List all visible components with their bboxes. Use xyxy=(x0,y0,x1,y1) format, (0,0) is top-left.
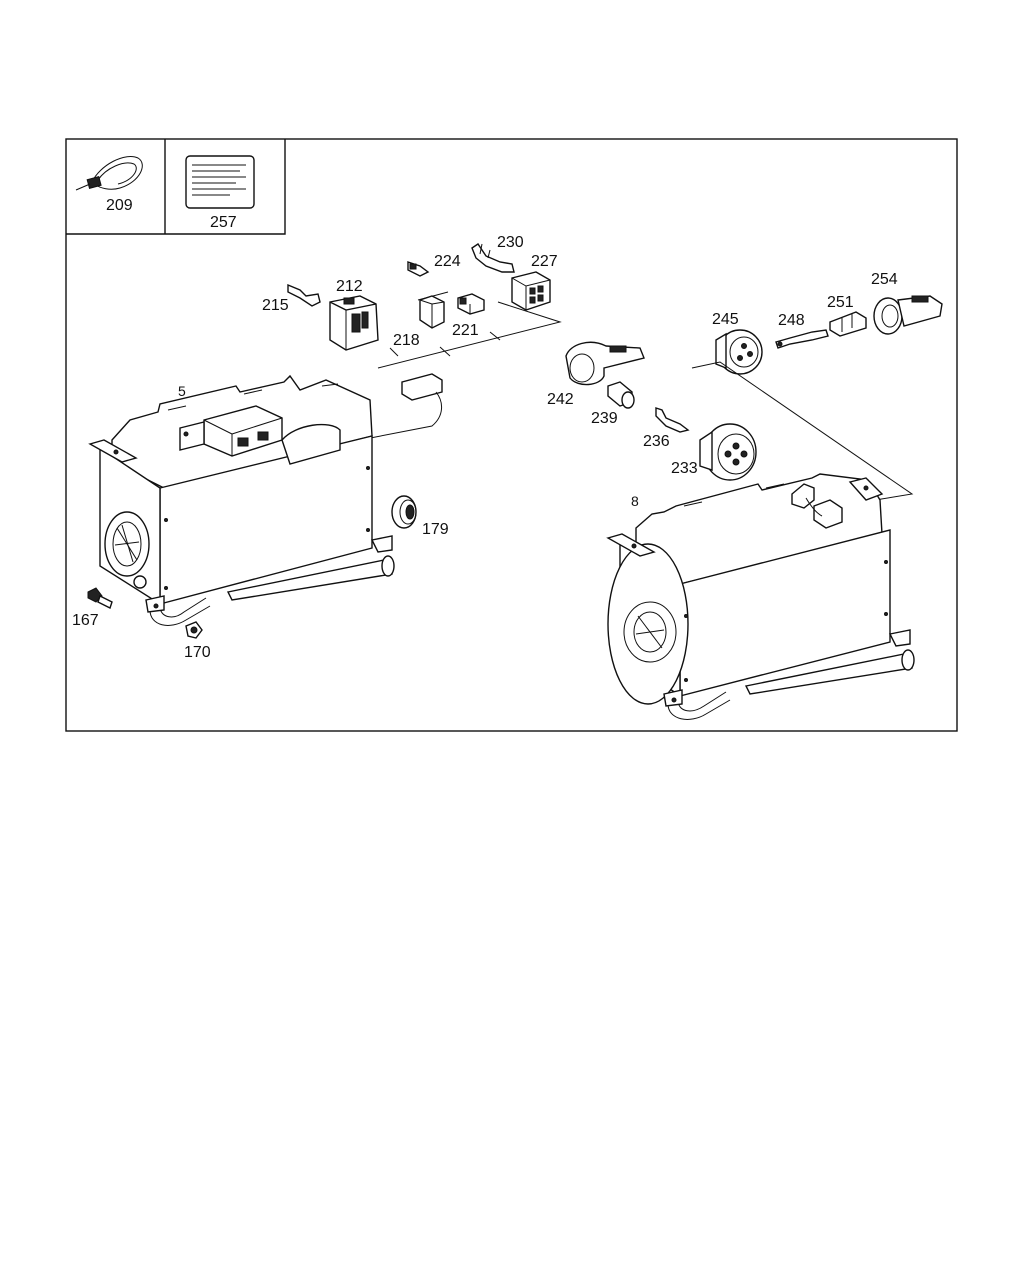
label-224: 224 xyxy=(434,253,461,270)
label-212: 212 xyxy=(336,278,363,295)
label-170: 170 xyxy=(184,644,211,661)
cable-tie-icon xyxy=(75,156,143,191)
label-242: 242 xyxy=(547,391,574,408)
label-239: 239 xyxy=(591,410,618,427)
label-218: 218 xyxy=(393,332,420,349)
label-5: 5 xyxy=(178,383,186,399)
connector-housing-254 xyxy=(873,295,943,335)
label-215: 215 xyxy=(262,297,289,314)
label-8: 8 xyxy=(631,493,639,509)
seal-plug-239 xyxy=(607,381,635,409)
terminal-224 xyxy=(407,261,430,277)
round-connector-245 xyxy=(715,329,763,375)
inset-box-outline xyxy=(66,139,286,235)
label-254: 254 xyxy=(871,271,898,288)
label-230: 230 xyxy=(497,234,524,251)
terminal-strip-230 xyxy=(471,243,515,273)
relay-212 xyxy=(329,295,379,351)
screw-167 xyxy=(87,587,113,609)
label-236: 236 xyxy=(643,433,670,450)
label-245: 245 xyxy=(712,311,739,328)
label-227: 227 xyxy=(531,253,558,270)
label-257: 257 xyxy=(210,214,237,231)
connector-227 xyxy=(511,271,551,311)
round-connector-233 xyxy=(699,423,757,481)
plug-221 xyxy=(457,293,485,315)
nut-170 xyxy=(185,621,203,639)
grommet-179 xyxy=(391,495,417,529)
heater-unit-8 xyxy=(606,473,915,720)
label-221: 221 xyxy=(452,322,479,339)
seal-251 xyxy=(829,311,867,337)
label-167: 167 xyxy=(72,612,99,629)
connector-housing-242 xyxy=(565,341,645,386)
heater-unit-5 xyxy=(88,374,395,626)
relay-218 xyxy=(419,295,445,329)
terminal-236 xyxy=(655,407,690,433)
label-248: 248 xyxy=(778,312,805,329)
label-233: 233 xyxy=(671,460,698,477)
label-179: 179 xyxy=(422,521,449,538)
document-icon xyxy=(185,155,255,209)
diagram-frame xyxy=(65,138,958,732)
wire-connector xyxy=(359,373,443,441)
terminal-248 xyxy=(775,329,829,349)
label-251: 251 xyxy=(827,294,854,311)
terminal-215 xyxy=(287,283,321,307)
label-209: 209 xyxy=(106,197,133,214)
